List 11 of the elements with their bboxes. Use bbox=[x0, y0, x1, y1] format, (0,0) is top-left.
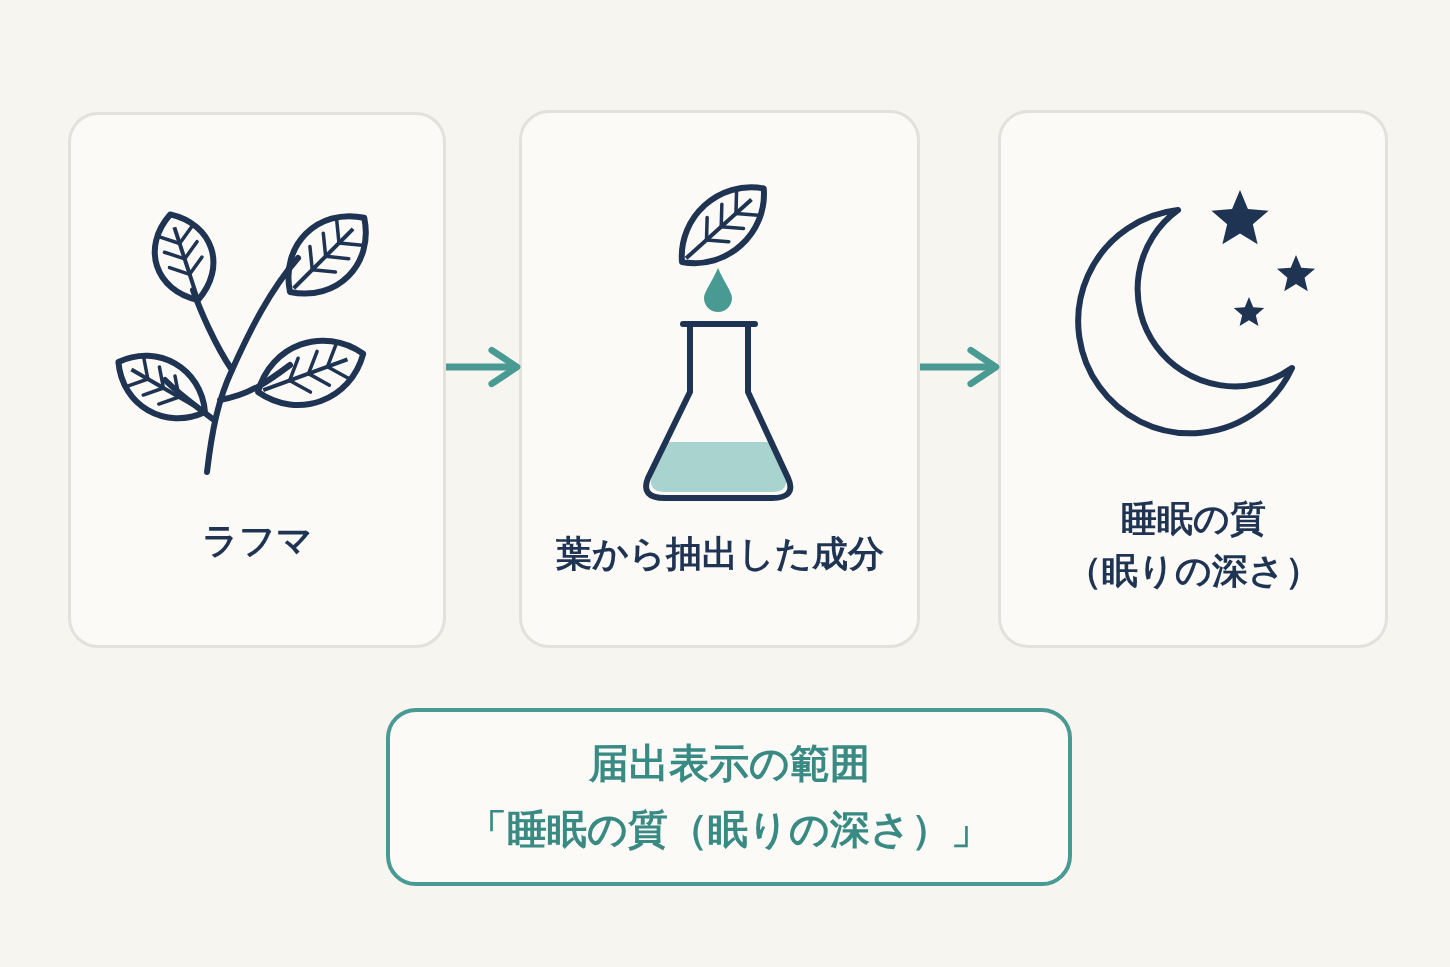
node-label: ラフマ bbox=[200, 519, 314, 563]
node-label: 睡眠の質（眠りの深さ） bbox=[1064, 497, 1322, 594]
process-box bbox=[519, 110, 920, 648]
summary-heading: 届出表示の範囲 bbox=[587, 739, 871, 788]
summary-box bbox=[386, 708, 1072, 886]
process-box bbox=[998, 110, 1388, 648]
arrow bbox=[920, 346, 1000, 388]
arrow bbox=[446, 346, 521, 388]
node-label: 葉から抽出した成分 bbox=[554, 532, 885, 576]
summary-text: 「睡眠の質（眠りの深さ）」 bbox=[466, 805, 992, 854]
process-box bbox=[68, 112, 446, 648]
